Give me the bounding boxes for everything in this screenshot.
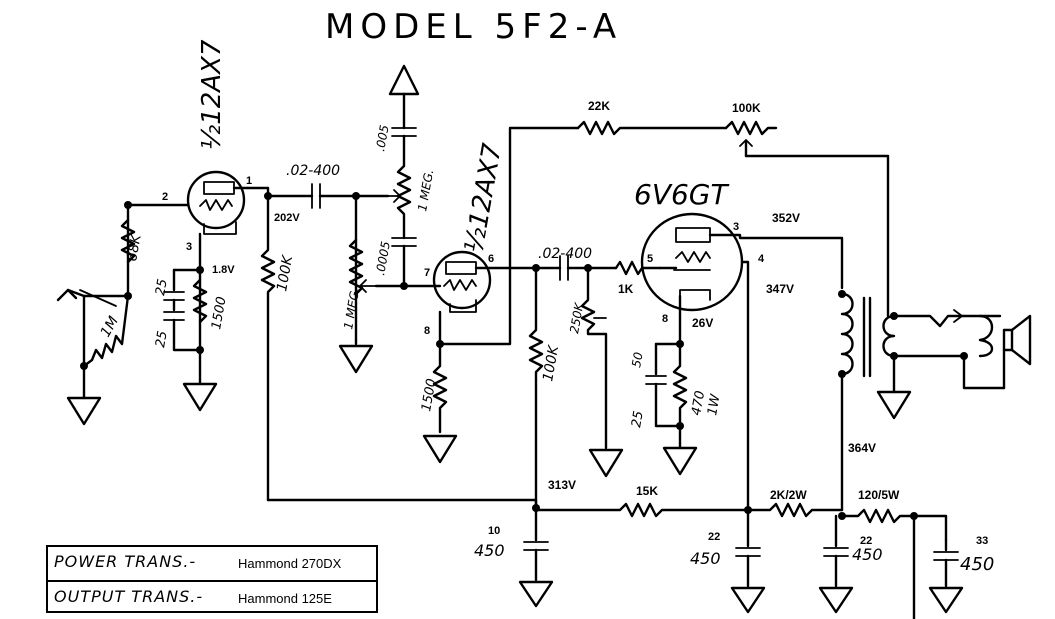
filter-cap-2 xyxy=(730,508,766,614)
c-filter-3-v: 450 xyxy=(852,545,883,564)
pot-volume-label: 1 MEG. xyxy=(341,286,362,330)
legend-power-label: POWER TRANS.- xyxy=(54,552,197,571)
legend-power-value: Hammond 270DX xyxy=(238,556,342,571)
ground-symbol xyxy=(182,382,218,412)
pot-tone-label: 1 MEG. xyxy=(415,168,436,212)
pin-label: 8 xyxy=(424,325,430,337)
resistor-1500-a xyxy=(192,278,208,324)
transformer-legend: POWER TRANS.- Hammond 270DX OUTPUT TRANS… xyxy=(46,545,378,613)
c-tone-bottom-label: .0005 xyxy=(373,240,393,276)
c-filter-4-val: 33 xyxy=(976,535,988,547)
r-grid-stop-label: 1K xyxy=(618,282,634,296)
resistor-15k xyxy=(534,502,750,518)
v-cath1-label: 1.8V xyxy=(212,264,235,276)
tube-v1b xyxy=(432,250,492,313)
v-b-plus-label: 364V xyxy=(848,441,876,455)
r-input-label: 1M xyxy=(98,314,122,340)
c-coupling-2-label: .02-400 xyxy=(538,246,592,262)
c-cathode-1a-label: 25 xyxy=(153,278,171,297)
pot-fb-label: 100K xyxy=(732,101,761,115)
output-transformer xyxy=(838,290,898,378)
tone-pot xyxy=(396,134,412,240)
c-filter-1-val: 10 xyxy=(488,525,500,537)
b-plus-arrow xyxy=(388,64,420,96)
filter-cap-4 xyxy=(928,538,964,614)
legend-output-label: OUTPUT TRANS.- xyxy=(54,587,204,606)
v-plate1-label: 202V xyxy=(274,212,300,224)
resistor-22k xyxy=(576,120,728,136)
r-cathode-3-label: 470 xyxy=(689,390,708,417)
input-resistor-1m xyxy=(82,294,130,368)
pin-label: 3 xyxy=(733,221,739,233)
legend-output-value: Hammond 125E xyxy=(238,591,332,606)
input-jack xyxy=(56,288,130,368)
c-filter-2-v: 450 xyxy=(690,549,721,568)
c-filter-2-val: 22 xyxy=(708,531,720,543)
ground-symbol xyxy=(876,390,912,420)
speaker-icon xyxy=(1002,328,1014,352)
resistor-68k xyxy=(120,218,136,264)
pot-250k-label: 250K xyxy=(567,301,586,335)
r-grid-1-label: 68K xyxy=(124,232,145,263)
c-cathode-3b-label: 25 xyxy=(629,410,647,429)
r-filter-3-label: 120/5W xyxy=(858,488,900,502)
filter-cap-1 xyxy=(518,508,554,608)
ground-symbol xyxy=(422,434,458,464)
r-plate-2-label: 100K xyxy=(540,343,562,383)
r-filter-2-label: 2K/2W xyxy=(770,488,807,502)
resistor-1500-b xyxy=(432,342,448,434)
pin-label: 5 xyxy=(647,253,653,265)
pot-100k xyxy=(724,120,778,136)
ground-symbol xyxy=(66,396,102,426)
pot-250k xyxy=(580,266,608,450)
legend-row-power: POWER TRANS.- Hammond 270DX xyxy=(48,547,376,580)
c-cathode-1b-label: 25 xyxy=(153,330,171,349)
c-filter-1-v: 450 xyxy=(474,541,505,560)
pin-label: 1 xyxy=(246,175,252,187)
r-cathode-2-label: 1500 xyxy=(419,377,440,412)
pin-label: 7 xyxy=(424,267,430,279)
ground-symbol xyxy=(588,448,624,478)
v-screen-label: 347V xyxy=(766,282,794,296)
c-filter-4-v: 450 xyxy=(960,554,994,575)
c-coupling-1-label: .02-400 xyxy=(286,163,340,179)
v-plate-pwr-label: 352V xyxy=(772,211,800,225)
legend-row-output: OUTPUT TRANS.- Hammond 125E xyxy=(48,580,376,615)
resistor-100k-plate1 xyxy=(260,194,276,502)
c-tone-top-label: .005 xyxy=(373,124,391,153)
r-fb-label: 22K xyxy=(588,99,610,113)
r-filter-1-label: 15K xyxy=(636,484,658,498)
v-cath-pwr-label: 26V xyxy=(692,316,713,330)
resistor-2k2w xyxy=(746,502,844,518)
v-b2-label: 313V xyxy=(548,478,576,492)
tube-6v6gt xyxy=(640,212,744,312)
volume-pot xyxy=(348,238,364,296)
pin-label: 8 xyxy=(662,313,668,325)
r-cathode-1-label: 1500 xyxy=(209,295,230,330)
tube-power-label: 6V6GT xyxy=(634,178,729,211)
filter-cap-3 xyxy=(818,514,854,614)
resistor-1k xyxy=(614,260,662,276)
c-filter-3-val: 22 xyxy=(860,535,872,547)
pin-label: 4 xyxy=(758,253,765,265)
schematic-title: MODEL 5F2-A xyxy=(325,7,622,47)
tube-v1a xyxy=(186,170,250,235)
tube-v1b-label: ½12AX7 xyxy=(459,141,508,255)
pin-label: 6 xyxy=(488,253,494,265)
c-cathode-3a-label: 50 xyxy=(629,351,646,369)
pin-label: 3 xyxy=(186,241,192,253)
ground-symbol xyxy=(338,344,374,374)
r-plate-1-label: 100K xyxy=(274,253,296,293)
r-cathode-3-watt-label: 1W xyxy=(705,392,724,417)
pin-label: 2 xyxy=(162,191,168,203)
resistor-100k-plate2 xyxy=(528,266,544,512)
resistor-470 xyxy=(672,342,688,450)
ground-symbol xyxy=(662,446,698,476)
tube-v1a-label: ½12AX7 xyxy=(197,39,227,150)
